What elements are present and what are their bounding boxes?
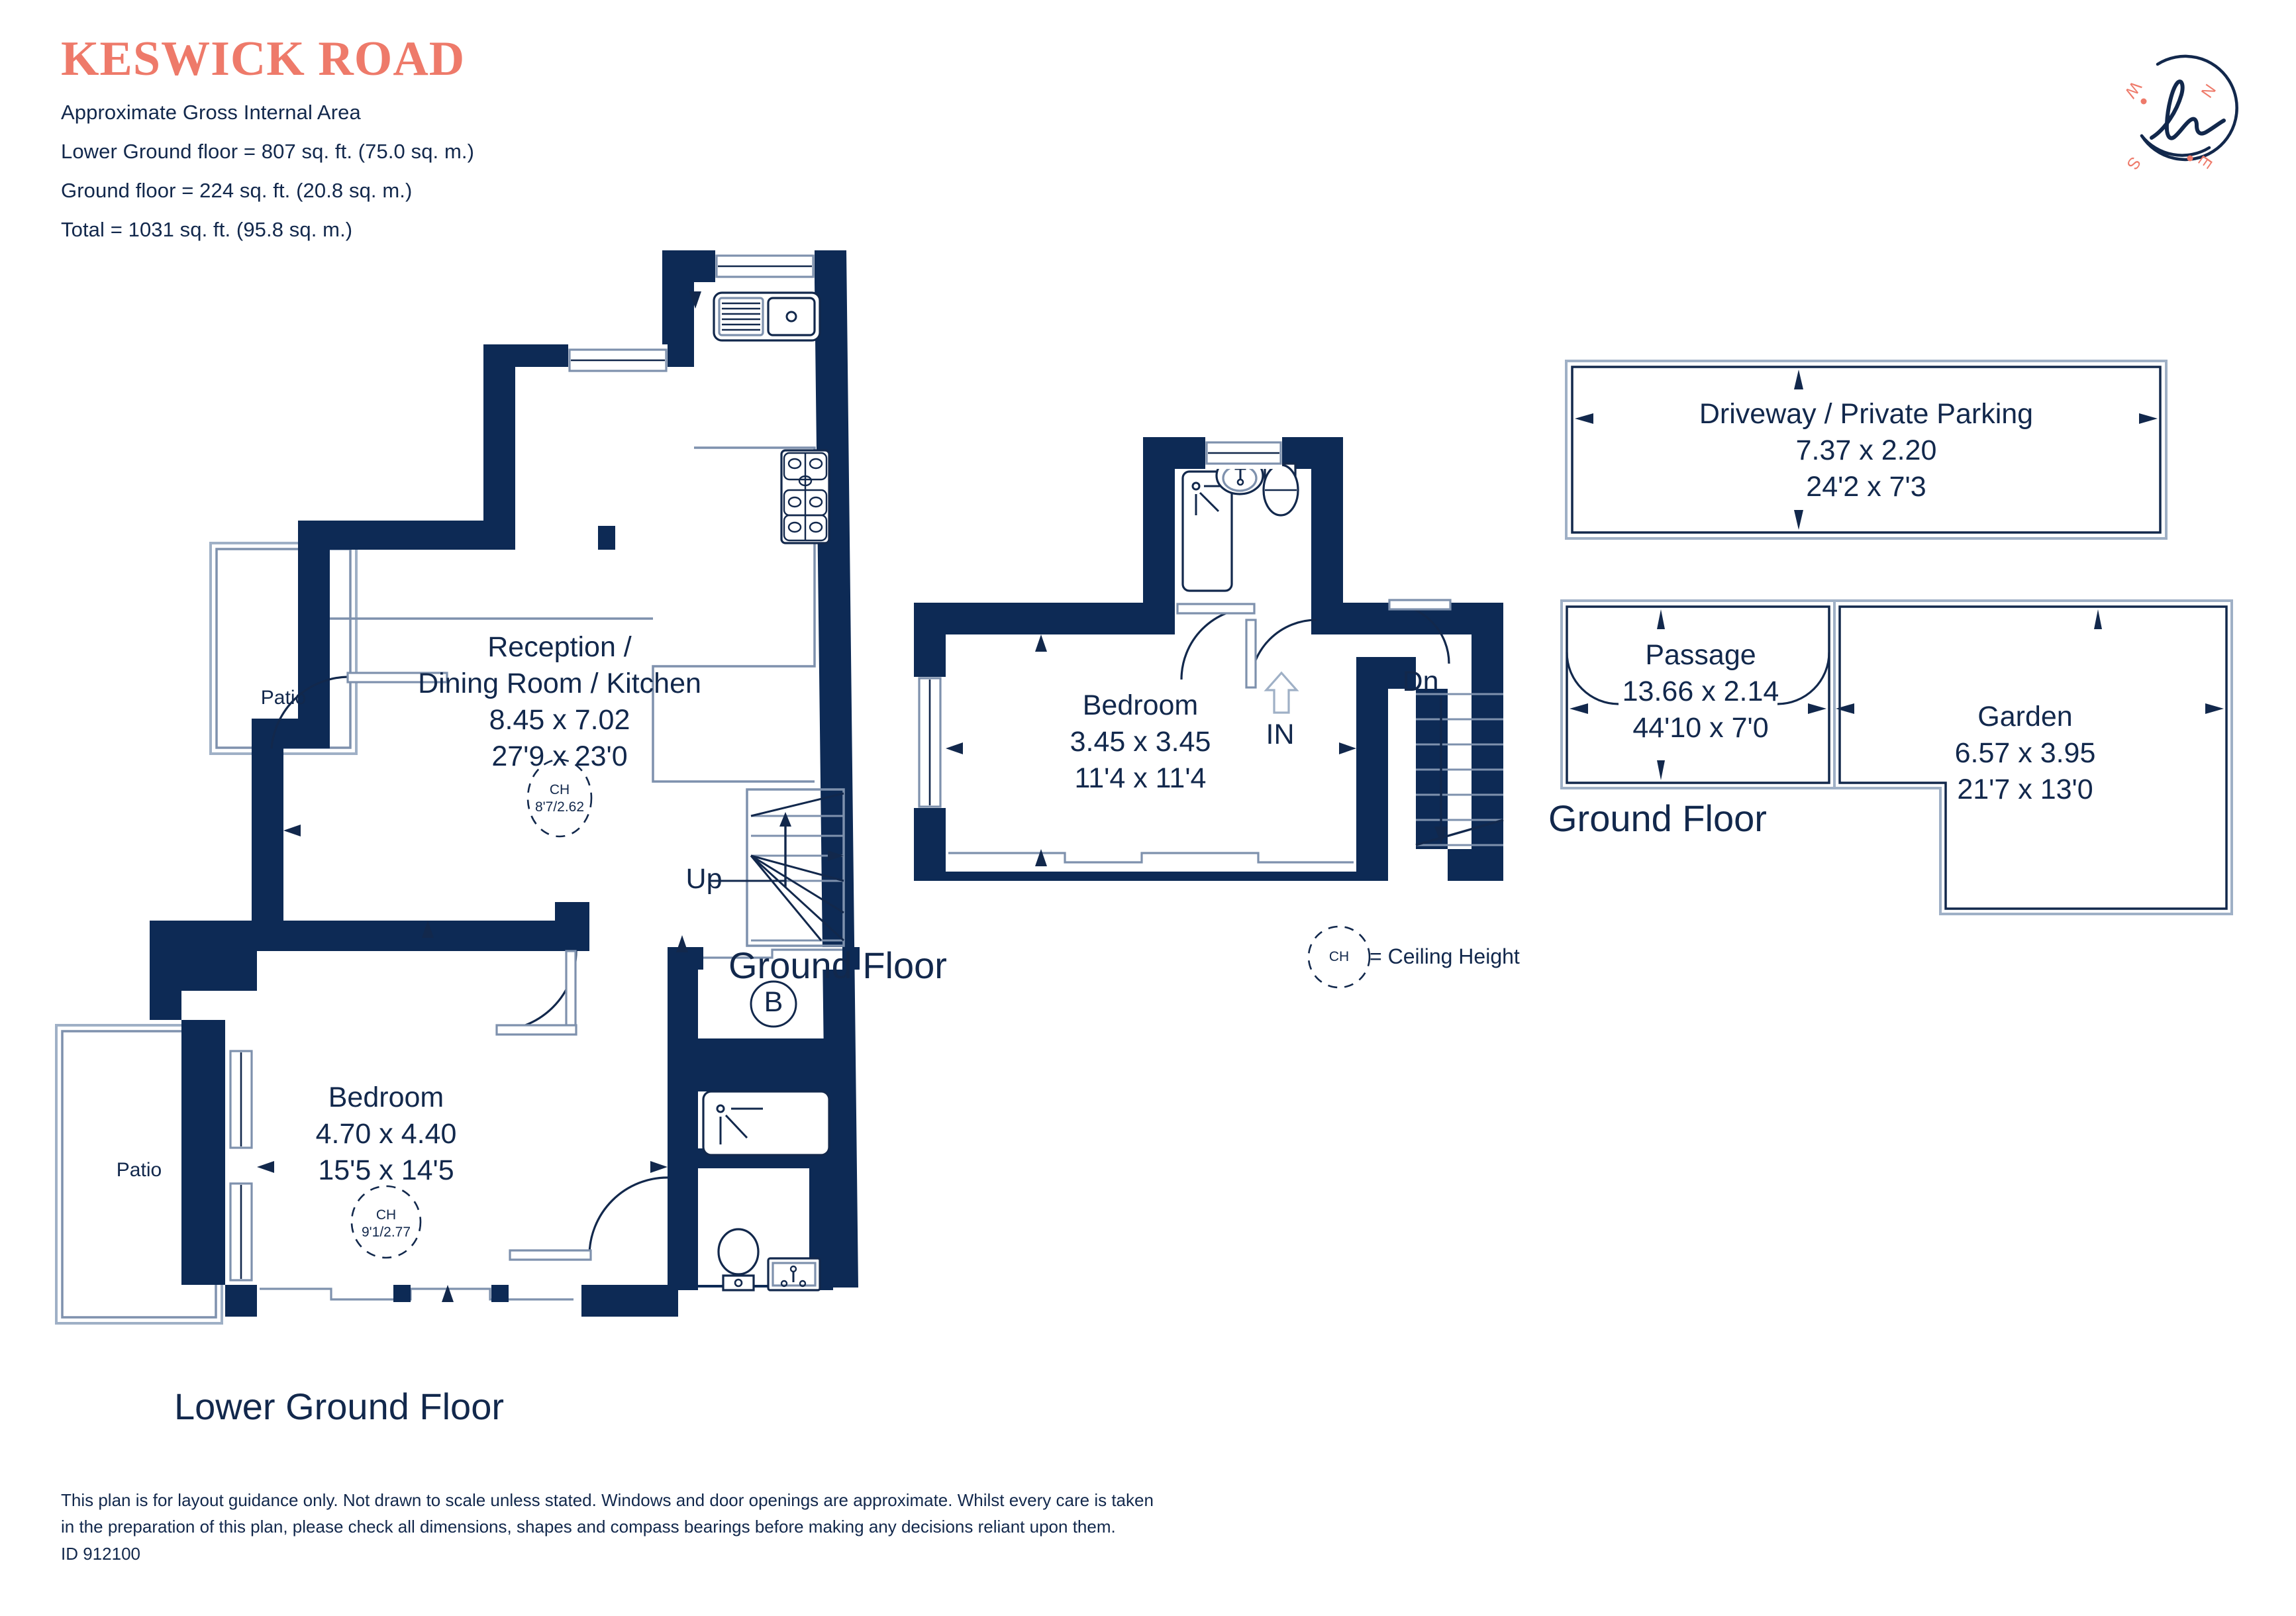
room-label-passage: Passage 13.66 x 2.14 44'10 x 7'0: [1622, 639, 1779, 744]
kitchen-counters: [330, 446, 816, 783]
compass-dot-east: [2187, 155, 2193, 162]
header-block: KESWICK ROAD Approximate Gross Internal …: [61, 34, 988, 258]
lgf-partition-stub: [555, 902, 589, 951]
ch-legend-bubble: [1307, 925, 1371, 989]
gf-bath-icon: [1181, 470, 1233, 592]
compass-circle-icon: [2140, 54, 2238, 162]
stair-label-down: Dn: [1402, 666, 1439, 697]
room-label-gf-bedroom: Bedroom 3.45 x 3.45 11'4 x 11'4: [1070, 689, 1211, 795]
plan-id: ID 912100: [61, 1543, 140, 1564]
page-title: KESWICK ROAD: [61, 32, 466, 86]
ch-legend-text: = Ceiling Height: [1370, 944, 1520, 968]
lgf-shower-icon: [702, 1090, 830, 1156]
lgf-toilet-icon: [717, 1228, 760, 1291]
compass-dot-west: [2140, 98, 2147, 105]
lgf-wall-bath-shower-top: [668, 1069, 833, 1091]
entrance-label-in: IN: [1266, 719, 1295, 750]
room-label-reception: Reception / Dining Room / Kitchen 8.45 x…: [418, 631, 701, 773]
lgf-wall-bath-left: [668, 1069, 698, 1290]
monogram-h-icon: [2150, 79, 2226, 140]
area-line-total: Total = 1031 sq. ft. (95.8 sq. m.): [61, 218, 353, 241]
entrance-arrow-icon: [1264, 671, 1299, 714]
lower-ground-floor-plan: [55, 250, 860, 1325]
floor-title-external: Ground Floor: [1548, 797, 1767, 839]
area-line-ground: Ground floor = 224 sq. ft. (20.8 sq. m.): [61, 179, 413, 202]
lgf-ch-bubble-reception: [526, 758, 593, 838]
boiler-marker: [750, 980, 797, 1028]
ceiling-height-reception: CH 8'7/2.62: [534, 782, 585, 815]
kitchen-sink-icon: [713, 291, 821, 342]
room-label-garden: Garden 6.57 x 3.95 21'7 x 13'0: [1954, 701, 2096, 806]
kitchen-hob-icon: [780, 449, 830, 544]
lgf-ch-bubble-bedroom: [350, 1185, 422, 1259]
lgf-partition-bedroom-top: [257, 921, 581, 951]
lgf-wall-ticks: [257, 291, 701, 1302]
lgf-basin-icon: [767, 1257, 821, 1291]
gf-toilet-icon: [1262, 462, 1299, 517]
lgf-windows: [225, 250, 842, 1317]
passage-garden-outline: [1560, 599, 2233, 915]
lgf-perimeter-walls: [150, 250, 858, 1317]
compass-rose: N E S W: [2113, 36, 2258, 182]
ceiling-height-lgf-bedroom: CH 9'1/2.77: [361, 1207, 411, 1240]
ground-floor-plan: [914, 437, 1504, 989]
room-label-driveway: Driveway / Private Parking 7.37 x 2.20 2…: [1699, 398, 2034, 503]
gf-windows: [914, 437, 1356, 872]
room-label-patio-lower: Patio: [116, 1159, 162, 1181]
disclaimer-block: This plan is for layout guidance only. N…: [61, 1487, 1385, 1567]
ch-legend-abbrev: CH: [1328, 949, 1350, 964]
floor-title-lower-ground: Lower Ground Floor: [174, 1386, 504, 1427]
floor-title-ground: Ground Floor: [728, 944, 947, 986]
gf-bath-divider: [1175, 450, 1205, 469]
room-label-patio-upper: Patio: [260, 687, 307, 709]
gf-wall-ticks: [946, 634, 1356, 866]
external-areas-plan: [1560, 360, 2233, 915]
lgf-staircase-up: [710, 788, 845, 947]
disclaimer-line-2: in the preparation of this plan, please …: [61, 1517, 1116, 1537]
lgf-door-arcs: [270, 672, 668, 1261]
stair-label-up: Up: [685, 863, 723, 895]
room-label-lgf-bedroom: Bedroom 4.70 x 4.40 15'5 x 14'5: [315, 1082, 457, 1187]
boiler-label: B: [764, 986, 783, 1018]
gf-staircase-down: [1415, 693, 1504, 846]
disclaimer-line-1: This plan is for layout guidance only. N…: [61, 1490, 1154, 1510]
lgf-wall-boiler-bottom: [668, 1038, 833, 1069]
subtitle: Approximate Gross Internal Area: [61, 101, 361, 124]
driveway-outline: [1565, 360, 2168, 540]
gf-door-arcs: [1176, 599, 1452, 689]
lgf-column: [598, 526, 615, 550]
area-line-lower-ground: Lower Ground floor = 807 sq. ft. (75.0 s…: [61, 140, 475, 163]
